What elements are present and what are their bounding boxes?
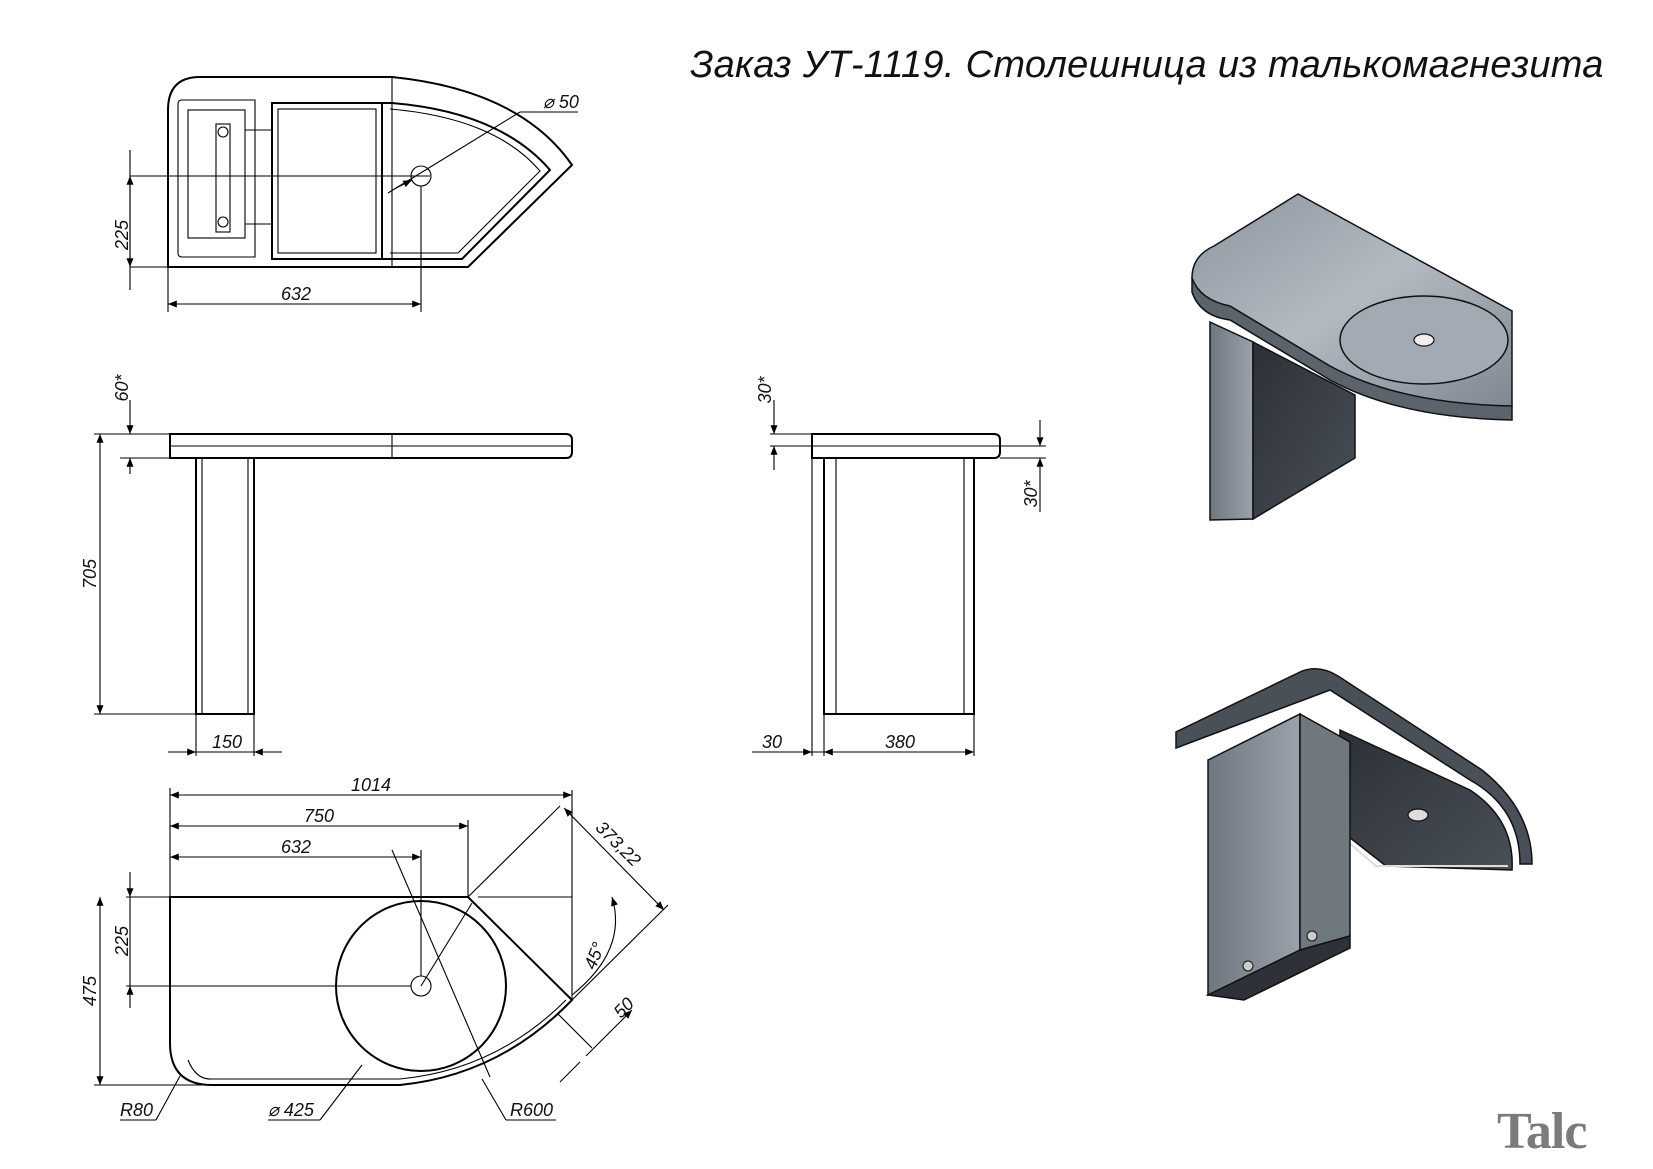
front-dim-leg-width: 150	[212, 732, 242, 752]
side-dim-panel: 30	[762, 732, 782, 752]
side-dim-depth: 380	[885, 732, 915, 752]
iso-view-top	[1191, 193, 1513, 521]
iso-view-bottom	[1175, 668, 1533, 1001]
plan-dim-corner-radius: R80	[120, 1100, 153, 1120]
plan-dim-straight-length: 750	[304, 806, 334, 826]
talc-logo: Talc	[1497, 1102, 1587, 1161]
front-dim-thickness: 60*	[112, 373, 132, 401]
top-view: 225 632 ⌀ 50	[112, 76, 579, 312]
logo-text: Talc	[1497, 1103, 1587, 1160]
front-view: 60* 705 150	[80, 373, 573, 756]
top-dim-632: 632	[281, 284, 311, 304]
plan-dim-edge-offset: 50	[610, 994, 638, 1022]
plan-dim-hole-x: 632	[281, 837, 311, 857]
plan-view: 1014 750 632 225 475 373,22 45° 50 R80	[80, 775, 669, 1121]
drawing-title: Заказ УТ-1119. Столешница из талькомагне…	[690, 44, 1604, 86]
plan-dim-total-length: 1014	[351, 775, 391, 795]
top-dim-225: 225	[112, 219, 132, 251]
side-view: 30* 30* 30 380	[752, 375, 1046, 756]
plan-dim-hole-y: 225	[112, 925, 132, 957]
plan-dim-arc-radius: R600	[510, 1100, 553, 1120]
front-dim-height: 705	[80, 558, 100, 589]
side-dim-top: 30*	[755, 375, 775, 403]
top-dim-diameter: ⌀ 50	[543, 92, 579, 112]
plan-dim-depth: 475	[80, 975, 100, 1006]
side-dim-bottom: 30*	[1021, 479, 1041, 507]
plan-dim-bowl-diameter: ⌀ 425	[268, 1100, 315, 1120]
